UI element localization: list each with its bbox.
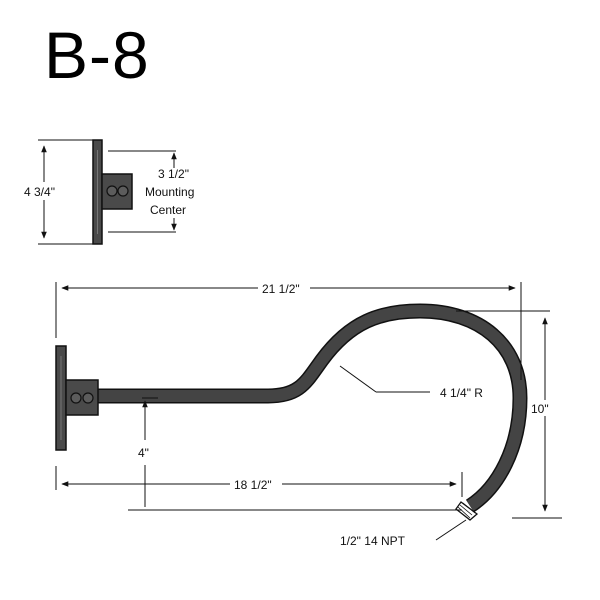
overall-length-label: 21 1/2" xyxy=(262,282,300,296)
model-title: B-8 xyxy=(44,18,150,92)
thread-leader xyxy=(435,519,467,541)
mount-label-3: Center xyxy=(150,203,186,217)
thread-label: 1/2" 14 NPT xyxy=(340,534,406,548)
drop-label: 4" xyxy=(138,446,149,460)
mount-hole xyxy=(117,185,129,197)
mount-hole xyxy=(82,392,94,404)
gooseneck-arm xyxy=(98,303,528,513)
reach-label: 18 1/2" xyxy=(234,478,272,492)
mount-hole xyxy=(106,185,118,197)
threaded-end xyxy=(455,501,479,521)
mount-label-2: Mounting xyxy=(145,185,194,199)
mount-hole xyxy=(70,392,82,404)
mount-label-1: 3 1/2" xyxy=(158,167,189,181)
radius-leader xyxy=(339,365,377,393)
main-height-label: 10" xyxy=(531,402,549,416)
main-view: 21 1/2" 4 1/4" R 10" 4" 18 1/2" 1/2" 14 … xyxy=(55,280,562,548)
side-height-label: 4 3/4" xyxy=(24,185,55,199)
radius-label: 4 1/4" R xyxy=(440,386,483,400)
side-view: 4 3/4" 3 1/2" Mounting Center xyxy=(22,139,194,245)
